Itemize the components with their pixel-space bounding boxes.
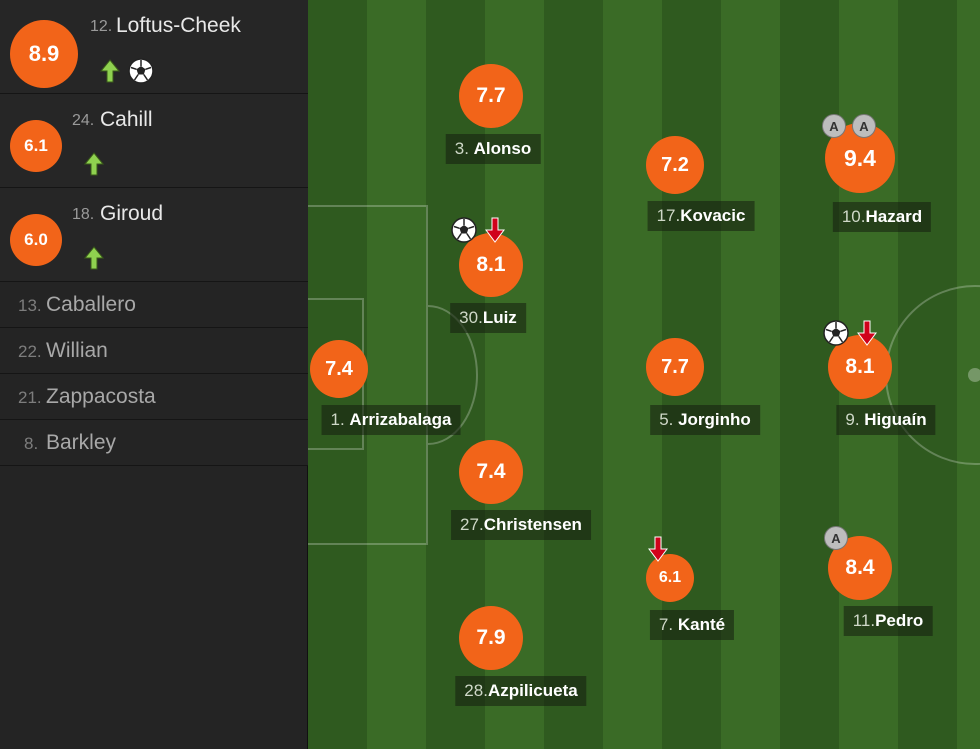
penalty-area-line bbox=[308, 205, 428, 545]
bench-row[interactable]: 21. Zappacosta bbox=[0, 374, 308, 420]
player-name-tag: 7. Kanté bbox=[649, 610, 735, 640]
player-number: 24. bbox=[72, 112, 95, 129]
player-name: Giroud bbox=[100, 202, 164, 225]
player-jorginho[interactable]: 7.7 5. Jorginho bbox=[646, 338, 760, 435]
player-name: Barkley bbox=[46, 431, 117, 454]
rating-badge: 8.1 bbox=[459, 233, 523, 297]
player-name-tag: 30.Luiz bbox=[450, 303, 526, 333]
goal-ball-icon bbox=[823, 320, 849, 346]
player-name-tag: 17.Kovacic bbox=[647, 201, 755, 231]
substitutes-panel: 8.9 12. Loftus-Cheek 6.1 24. Cahill 6.0 … bbox=[0, 0, 308, 749]
rating-badge: 7.2 bbox=[646, 136, 704, 194]
player-pedro[interactable]: 8.4 11.Pedro A bbox=[824, 526, 933, 636]
bench-row[interactable]: 8. Barkley bbox=[0, 420, 308, 466]
player-kante[interactable]: 6.1 7. Kanté bbox=[646, 536, 735, 640]
player-name: Cahill bbox=[100, 108, 153, 131]
substitute-row[interactable]: 8.9 12. Loftus-Cheek bbox=[0, 0, 308, 94]
assist-icon: A bbox=[852, 114, 876, 138]
rating-badge: 7.7 bbox=[646, 338, 704, 396]
player-kovacic[interactable]: 7.2 17.Kovacic bbox=[646, 136, 755, 231]
rating-badge: 8.1 bbox=[828, 335, 892, 399]
player-arrizabalaga[interactable]: 7.4 1. Arrizabalaga bbox=[310, 340, 461, 435]
player-number: 21. bbox=[18, 388, 42, 407]
player-number: 13. bbox=[18, 296, 42, 315]
goal-ball-icon bbox=[128, 58, 154, 84]
player-number: 8. bbox=[24, 434, 39, 453]
player-azpilicueta[interactable]: 7.9 28.Azpilicueta bbox=[455, 606, 587, 706]
player-name-tag: 10.Hazard bbox=[832, 202, 932, 232]
rating-badge: 7.7 bbox=[459, 64, 523, 128]
player-name-tag: 5. Jorginho bbox=[650, 405, 760, 435]
center-spot bbox=[968, 368, 980, 382]
rating-badge: 7.4 bbox=[459, 440, 523, 504]
substitute-row[interactable]: 6.1 24. Cahill bbox=[0, 94, 308, 188]
sub-in-arrow-icon bbox=[84, 246, 104, 270]
goal-ball-icon bbox=[451, 217, 477, 243]
player-alonso[interactable]: 7.7 3. Alonso bbox=[445, 64, 541, 164]
player-name: Caballero bbox=[46, 293, 136, 316]
bench-row[interactable]: 22. Willian bbox=[0, 328, 308, 374]
player-number: 18. bbox=[72, 206, 95, 223]
assist-icon: A bbox=[824, 526, 848, 550]
rating-badge: 6.1 bbox=[646, 554, 694, 602]
player-name-tag: 9. Higuaín bbox=[836, 405, 936, 435]
assist-icon: A bbox=[822, 114, 846, 138]
player-luiz[interactable]: 8.1 30.Luiz bbox=[450, 217, 526, 333]
player-name: Willian bbox=[46, 339, 108, 362]
substitute-row[interactable]: 6.0 18. Giroud bbox=[0, 188, 308, 282]
rating-badge: 7.4 bbox=[310, 340, 368, 398]
sub-in-arrow-icon bbox=[100, 59, 120, 83]
sub-in-arrow-icon bbox=[84, 152, 104, 176]
rating-badge: 8.9 bbox=[10, 20, 78, 88]
player-higuain[interactable]: 8.1 9. Higuaín bbox=[823, 320, 936, 435]
sub-out-arrow-icon bbox=[648, 536, 668, 562]
player-name: Loftus-Cheek bbox=[116, 14, 241, 37]
player-name-tag: 3. Alonso bbox=[445, 134, 541, 164]
bench-row[interactable]: 13. Caballero bbox=[0, 282, 308, 328]
player-christensen[interactable]: 7.4 27.Christensen bbox=[451, 440, 591, 540]
rating-badge: 7.9 bbox=[459, 606, 523, 670]
player-name-tag: 1. Arrizabalaga bbox=[321, 405, 461, 435]
player-hazard[interactable]: 9.4 10.Hazard A A bbox=[822, 114, 932, 232]
player-name-tag: 28.Azpilicueta bbox=[455, 676, 587, 706]
rating-badge: 6.1 bbox=[10, 120, 62, 172]
player-number: 12. bbox=[90, 18, 113, 35]
center-circle-line bbox=[885, 285, 980, 465]
sub-out-arrow-icon bbox=[485, 217, 505, 243]
player-number: 22. bbox=[18, 342, 42, 361]
rating-badge: 6.0 bbox=[10, 214, 62, 266]
player-name-tag: 11.Pedro bbox=[843, 606, 933, 636]
player-name-tag: 27.Christensen bbox=[451, 510, 591, 540]
player-name: Zappacosta bbox=[46, 385, 156, 408]
sub-out-arrow-icon bbox=[857, 320, 877, 346]
pitch: 7.4 1. Arrizabalaga 7.7 3. Alonso 8.1 30… bbox=[308, 0, 980, 749]
